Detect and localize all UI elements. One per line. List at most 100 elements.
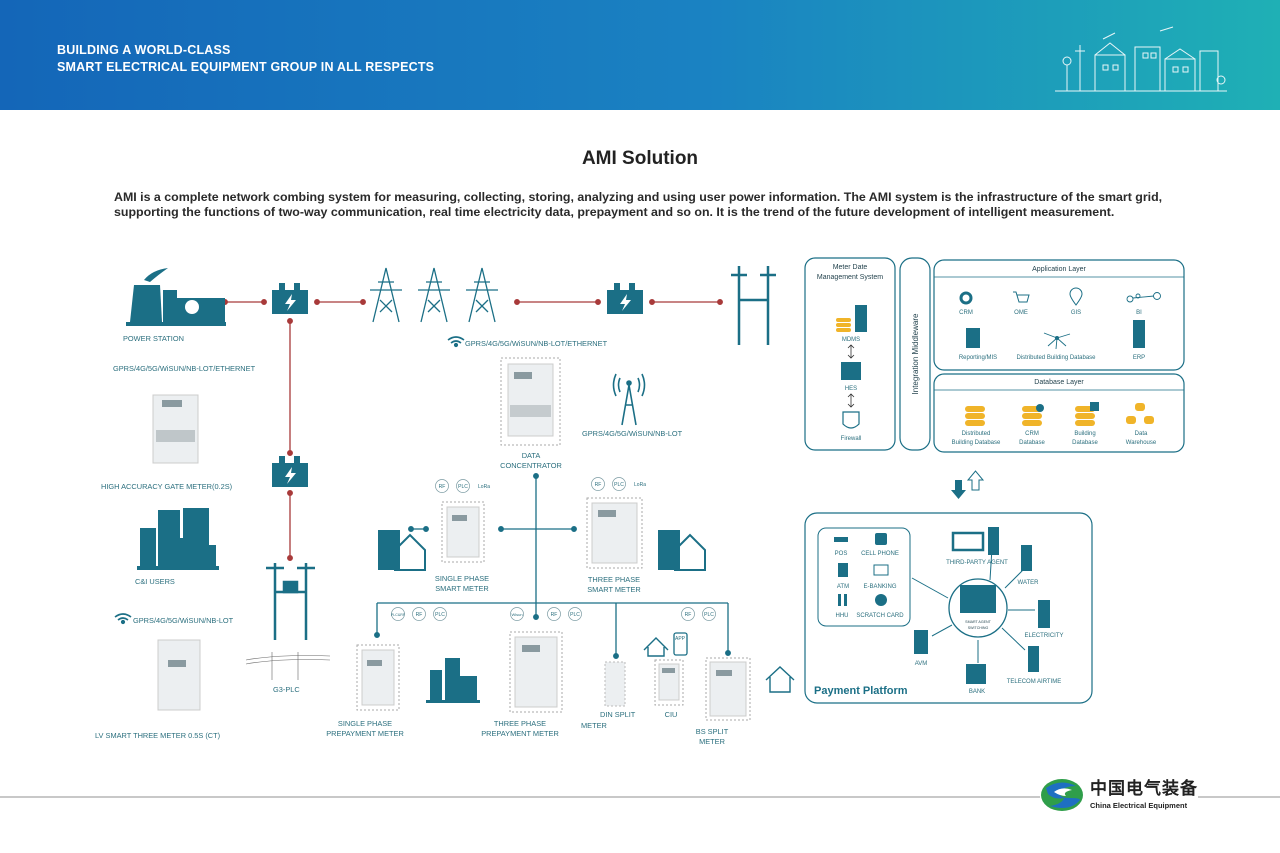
protocol-badges [391,477,716,621]
footer-divider [1198,796,1280,798]
wifi-icon [447,336,465,348]
badge-lora: LoRa [634,482,646,488]
label-three-prepay-1: THREE PHASE [494,719,546,728]
database-icon [836,318,851,332]
app-bi: BI [1136,310,1142,316]
label-single-prepay-2: PREPAYMENT METER [326,729,404,738]
channel-icons [834,533,889,606]
description: AMI is a complete network combing system… [114,190,1163,219]
app-crm: CRM [959,310,973,316]
db-distributed-1: Distributed [962,431,991,437]
label-din-split-1: DIN SPLIT [600,710,636,719]
mdms-title-2: Management System [817,274,883,281]
slogan-line-2: SMART ELECTRICAL EQUIPMENT GROUP IN ALL … [57,60,435,74]
application-layer-panel: Application Layer CRM OME GIS BI Reporti… [933,259,1185,371]
badge-plc: PLC [458,484,468,490]
badge-rf: RF [685,612,692,618]
db-building-2: Database [1072,440,1098,446]
report-icon [966,328,980,348]
data-concentrator-image [500,357,561,446]
channel-cell-phone: CELL PHONE [861,551,899,557]
page-title: AMI Solution [581,148,699,169]
db-layer-title: Database Layer [1034,379,1084,386]
mdms-title-1: Meter Date [833,264,868,271]
app-layer-title: Application Layer [1032,266,1086,273]
transformer-icon [272,456,308,487]
label-comm-left: GPRS/4G/5G/WiSUN/NB-LOT/ETHERNET [113,364,256,373]
network-nodes-icon [1126,292,1161,303]
database-layer-panel: Database Layer Distributed Building Data… [933,373,1185,453]
bidirectional-arrow-icon [847,344,855,359]
app-phone-icon [673,632,688,656]
power-station-icon [126,268,226,326]
mdms-panel: Meter Date Management System MDMS HES Fi… [804,257,896,451]
label-three-smart-1: THREE PHASE [588,575,640,584]
channel-pos: POS [835,551,848,557]
label-comm-tower: GPRS/4G/5G/WiSUN/NB-LOT [582,429,683,438]
label-concentrator-1: DATA [522,451,541,460]
node-telecom-airtime: TELECOM AIRTIME [1007,679,1062,685]
channel-atm: ATM [837,584,849,590]
company-logo-icon [1041,779,1083,811]
label-single-smart-1: SINGLE PHASE [435,574,489,583]
label-comm-left-2: GPRS/4G/5G/WiSUN/NB-LOT [133,616,234,625]
hub-label-2: SWITCHING [968,626,989,630]
office-buildings-icon [426,658,480,703]
label-bs-split-2: METER [699,737,725,746]
db-warehouse-2: Warehouse [1126,440,1157,446]
three-phase-prepayment-meter-image [509,631,563,713]
wifi-icon [114,613,132,625]
node-electricity: ELECTRICITY [1024,633,1063,639]
db-crm-1: CRM [1025,431,1039,437]
hes-label: HES [845,386,857,392]
badge-rf: RF [439,484,446,490]
node-avm: AVM [915,661,928,667]
channel-hhu: HHU [836,613,849,619]
gate-meter-image [152,394,199,464]
switch-icon [960,585,996,613]
smart-city-illustration [1055,26,1227,92]
badge-plc: PLC [704,612,714,618]
lv-smart-meter-image [157,639,201,711]
label-single-prepay-1: SINGLE PHASE [338,719,392,728]
logo-chinese-name: 中国电气装备 [1090,779,1198,798]
badge-rf: RF [551,612,558,618]
db-warehouse-1: Data [1135,431,1148,437]
up-down-arrows [951,470,985,499]
node-third-party-agent: THIRD-PARTY AGENT [946,560,1008,566]
utility-pole-icon [731,266,776,345]
ci-buildings-icon [137,508,219,570]
single-phase-prepayment-meter-image [356,644,400,711]
transmission-tower-icons [370,267,498,323]
bidirectional-arrow-icon [847,393,855,408]
label-bs-split-1: BS SPLIT [696,727,729,736]
din-split-meter-image [604,661,626,707]
bs-split-meter-image [705,657,751,721]
gear-icon [1036,404,1044,412]
app-reporting: Reporting/MIS [959,355,997,361]
server-icon [855,305,867,332]
label-gate-meter: HIGH ACCURACY GATE METER(0.2S) [101,482,232,491]
utility-pole-icon [266,563,315,640]
three-phase-smart-meter-image [586,497,643,569]
app-ome: OME [1014,310,1028,316]
label-g3-plc: G3-PLC [273,685,300,694]
header-slogan: BUILDING A WORLD-CLASS SMART ELECTRICAL … [57,42,434,76]
gear-icon [959,291,973,305]
middleware-label: Integration Middleware [911,313,920,394]
label-three-prepay-2: PREPAYMENT METER [481,729,559,738]
cart-icon [1013,291,1030,303]
label-single-smart-2: SMART METER [435,584,489,593]
g3-plc-wires-icon [245,652,331,680]
firewall-icon [842,411,860,429]
channel-e-banking: E-BANKING [863,584,896,590]
hes-server-icon [841,362,861,380]
location-pin-icon [1069,287,1083,306]
badge-plc-rf: PLC&RF [391,613,406,617]
db-crm-2: Database [1019,440,1045,446]
node-water: WATER [1018,580,1040,586]
single-phase-smart-meter-image [441,501,485,563]
transformer-icon [607,283,643,314]
badge-rf: RF [595,482,602,488]
